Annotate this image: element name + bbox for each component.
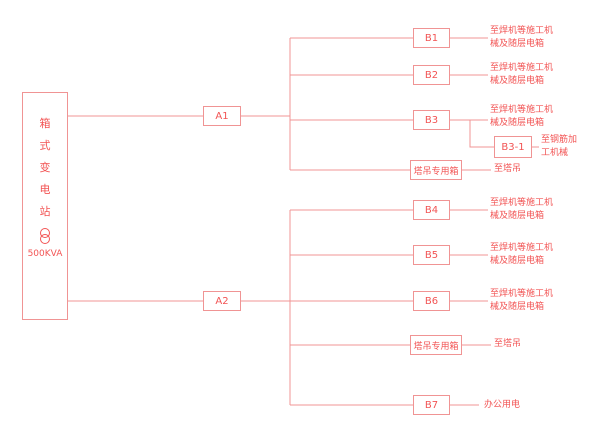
transformer-name: 箱式变电站 (39, 117, 51, 218)
branch-box-b7: B7 (413, 395, 450, 415)
tower-crane-box-2: 塔吊专用箱 (410, 335, 462, 355)
tower-crane-box-1: 塔吊专用箱 (410, 160, 462, 180)
dest-label-b3-1: 至钢筋加 工机械 (541, 135, 578, 158)
branch-box-b5: B5 (413, 245, 450, 265)
distribution-box-a2: A2 (203, 291, 241, 311)
dest-label-tower2: 至塔吊 (494, 339, 522, 349)
branch-box-b1: B1 (413, 28, 450, 48)
branch-box-b6: B6 (413, 291, 450, 311)
transformer-symbol-icon (40, 228, 50, 244)
branch-box-b3: B3 (413, 110, 450, 130)
dest-label-b1: 至焊机等施工机 械及随层电箱 (490, 26, 554, 49)
branch-box-b3-1: B3-1 (494, 136, 532, 158)
distribution-box-a1: A1 (203, 106, 241, 126)
dest-label-b2: 至焊机等施工机 械及随层电箱 (490, 63, 554, 86)
dest-label-b7: 办公用电 (484, 400, 521, 410)
branch-box-b2: B2 (413, 65, 450, 85)
transformer-capacity: 500KVA (27, 249, 63, 259)
dest-label-b6: 至焊机等施工机 械及随层电箱 (490, 289, 554, 312)
transformer-box: 箱式变电站 500KVA (22, 92, 68, 320)
dest-label-b4: 至焊机等施工机 械及随层电箱 (490, 198, 554, 221)
dest-label-tower1: 至塔吊 (494, 164, 522, 174)
dest-label-b3: 至焊机等施工机 械及随层电箱 (490, 105, 554, 128)
branch-box-b4: B4 (413, 200, 450, 220)
dest-label-b5: 至焊机等施工机 械及随层电箱 (490, 243, 554, 266)
